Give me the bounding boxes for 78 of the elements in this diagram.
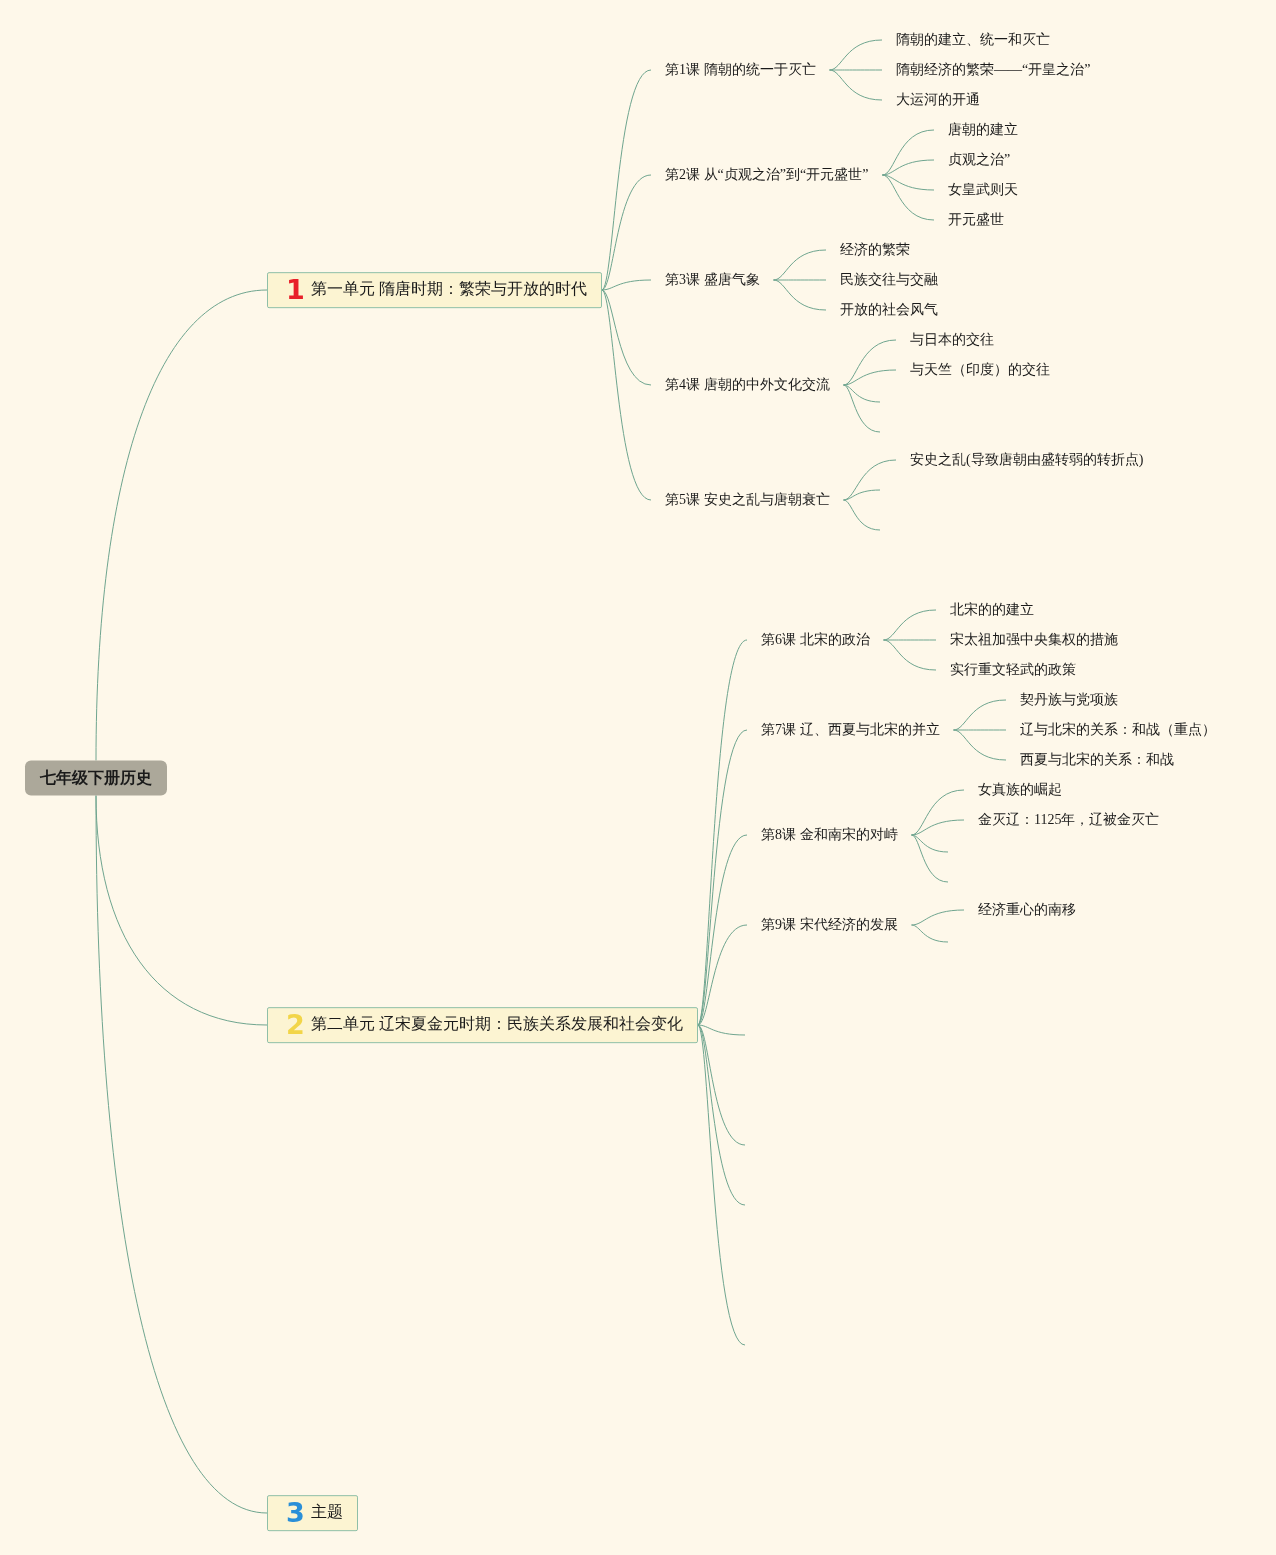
topic-text: 金灭辽：1125年，辽被金灭亡 — [964, 809, 1174, 831]
branch-line — [829, 69, 883, 71]
branch-line — [843, 384, 881, 433]
branch-line — [697, 1024, 746, 1036]
unit-title: 第二单元 辽宋夏金元时期：民族关系发展和社会变化 — [310, 1014, 683, 1035]
topic-text: 开元盛世 — [934, 209, 1018, 231]
topic-text: 女皇武则天 — [934, 179, 1032, 201]
branch-line — [883, 639, 937, 641]
topic-text: 女真族的崛起 — [964, 779, 1076, 801]
topic-text: 第8课 金和南宋的对峙 — [747, 824, 912, 846]
topic-text: 契丹族与党项族 — [1006, 689, 1132, 711]
topic-text: 与日本的交往 — [896, 329, 1008, 351]
unit-topic-box — [267, 272, 602, 308]
branch-line — [829, 69, 883, 101]
topic-text: 第4课 唐朝的中外文化交流 — [651, 374, 844, 396]
topic-text: 第1课 隋朝的统一于灭亡 — [651, 59, 830, 81]
branch-line — [697, 1024, 746, 1346]
branch-line — [95, 795, 268, 1514]
branch-line — [843, 339, 897, 386]
number-icon: 1 — [286, 275, 305, 305]
topic-text: 开放的社会风气 — [826, 299, 952, 321]
topic-text: 第6课 北宋的政治 — [747, 629, 884, 651]
branch-line — [843, 489, 881, 501]
topic-text: 大运河的开通 — [882, 89, 994, 111]
branch-line — [697, 1024, 746, 1146]
branch-line — [881, 174, 935, 191]
branch-line — [953, 729, 1007, 731]
topic-text: 与天竺（印度）的交往 — [896, 359, 1064, 381]
branch-line — [843, 369, 897, 386]
topic-text: 民族交往与交融 — [826, 269, 952, 291]
branch-line — [843, 459, 897, 501]
topic-text: 辽与北宋的关系：和战（重点） — [1006, 719, 1230, 741]
branch-line — [697, 1024, 746, 1206]
topic-text: 隋朝的建立、统一和灭亡 — [882, 29, 1064, 51]
root-topic: 七年级下册历史 — [25, 760, 167, 796]
branch-line — [95, 289, 268, 761]
topic-text: 第3课 盛唐气象 — [651, 269, 774, 291]
topic-text: 西夏与北宋的关系：和战 — [1006, 749, 1188, 771]
branch-line — [883, 639, 937, 671]
topic-text: 隋朝经济的繁荣——“开皇之治” — [882, 59, 1105, 81]
unit-topic-box — [267, 1007, 698, 1043]
branch-line — [911, 909, 965, 926]
branch-line — [601, 69, 652, 291]
topic-text: 北宋的的建立 — [936, 599, 1048, 621]
topic-text: 贞观之治” — [934, 149, 1025, 171]
branch-line — [911, 834, 949, 853]
branch-line — [881, 174, 935, 221]
branch-line — [697, 834, 748, 1026]
topic-text: 实行重文轻武的政策 — [936, 659, 1090, 681]
branch-line — [697, 924, 748, 1026]
branch-line — [773, 279, 827, 281]
topic-text: 第7课 辽、西夏与北宋的并立 — [747, 719, 954, 741]
topic-text: 第5课 安史之乱与唐朝衰亡 — [651, 489, 844, 511]
branch-line — [911, 834, 949, 883]
branch-line — [843, 384, 881, 403]
branch-line — [953, 729, 1007, 761]
unit-topic-box — [267, 1495, 358, 1531]
topic-text: 经济的繁荣 — [826, 239, 924, 261]
branch-line — [601, 289, 652, 501]
topic-text: 第2课 从“贞观之治”到“开元盛世” — [651, 164, 883, 186]
unit-title: 主题 — [310, 1502, 343, 1523]
topic-text: 安史之乱(导致唐朝由盛转弱的转折点) — [896, 449, 1158, 471]
number-icon: 2 — [286, 1010, 305, 1040]
unit-title: 第一单元 隋唐时期：繁荣与开放的时代 — [310, 279, 587, 300]
branch-line — [911, 789, 965, 836]
number-icon: 3 — [286, 1498, 305, 1528]
topic-text: 宋太祖加强中央集权的措施 — [936, 629, 1132, 651]
topic-text: 第9课 宋代经济的发展 — [747, 914, 912, 936]
branch-line — [843, 499, 881, 531]
topic-text: 唐朝的建立 — [934, 119, 1032, 141]
topic-text: 经济重心的南移 — [964, 899, 1090, 921]
branch-line — [911, 819, 965, 836]
branch-line — [601, 289, 652, 386]
branch-line — [773, 279, 827, 311]
branch-line — [911, 924, 949, 943]
branch-line — [601, 279, 652, 291]
branch-line — [601, 174, 652, 291]
branch-line — [881, 159, 935, 176]
